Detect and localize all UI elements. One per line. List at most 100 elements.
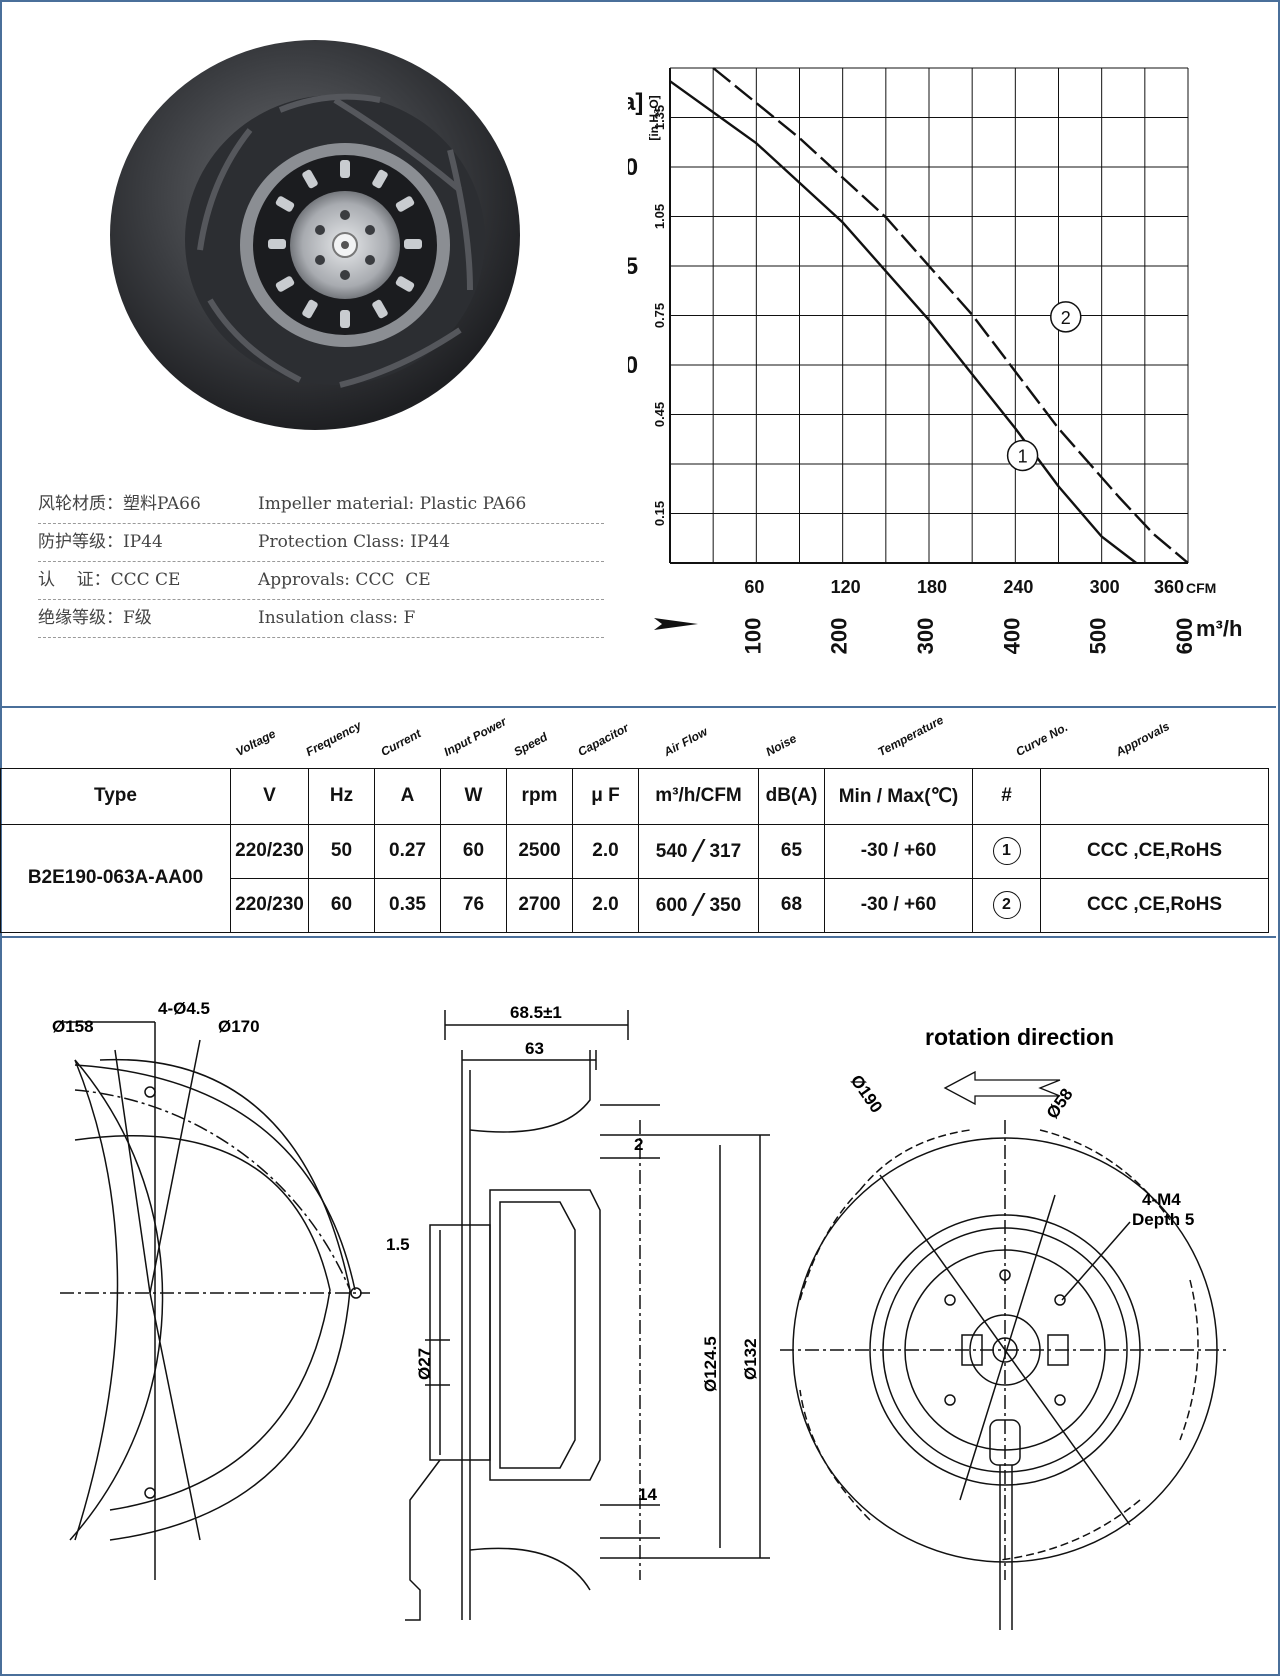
table-unit-row: Type V Hz A W rpm μ F m³/h/CFM dB(A) Min… <box>0 767 1269 825</box>
dim-phi-190: Ø190 <box>847 1071 886 1116</box>
x-tick-label-cfm: 60 <box>744 577 764 597</box>
left-view-drawing <box>60 1021 370 1580</box>
y-axis-label: [Pa] <box>628 89 643 116</box>
x-tick-label-m3h: 600 <box>1172 618 1197 655</box>
type-header: Type <box>0 767 231 825</box>
curve-1-label: 1 <box>1018 446 1028 466</box>
spec-en-label: Protection Class: IP44 <box>258 532 451 552</box>
spec-cn-label: 认 证：CCC CE <box>38 570 181 590</box>
table-cell: 60 <box>440 823 507 879</box>
table-cell: 220/230 <box>230 877 309 933</box>
material-spec-list: 风轮材质：塑料PA66 Impeller material: Plastic PA… <box>38 486 604 638</box>
table-cell: 2.0 <box>572 823 639 879</box>
table-cell: 68 <box>758 877 825 933</box>
dim-phi-158: Ø158 <box>52 1017 94 1036</box>
table-cell: 60 <box>308 877 375 933</box>
table-cell: CCC ,CE,RoHS <box>1040 823 1269 879</box>
spec-en-label: Impeller material: Plastic PA66 <box>258 494 527 514</box>
x-axis-arrow-icon <box>654 618 698 630</box>
dim-phi-132: Ø132 <box>741 1338 760 1380</box>
unit-cell: A <box>374 767 441 825</box>
model-cell: B2E190-063A-AA00 <box>0 823 231 933</box>
x-tick-label-m3h: 400 <box>999 618 1024 655</box>
table-cell: 2500 <box>506 823 573 879</box>
spec-table-grid: Type V Hz A W rpm μ F m³/h/CFM dB(A) Min… <box>0 708 1269 933</box>
x-tick-label-cfm: 360 <box>1154 577 1184 597</box>
side-view-drawing <box>405 1010 770 1621</box>
rotation-direction-label: rotation direction <box>925 1024 1114 1050</box>
header-rotated-area <box>231 708 1269 768</box>
dim-phi-124-5: Ø124.5 <box>701 1336 720 1392</box>
divider-bottom <box>0 936 1276 938</box>
table-cell: 0.35 <box>374 877 441 933</box>
unit-cell: # <box>972 767 1041 825</box>
performance-chart: [Pa][in.H₂O]0751502253000.150.450.751.05… <box>628 67 1242 654</box>
table-cell: -30 / +60 <box>824 877 973 933</box>
dim-phi-170: Ø170 <box>218 1017 260 1036</box>
technical-drawings: 4-Ø4.5 Ø158 Ø170 68.5±1 63 1.5 2 Ø27 14 … <box>52 999 1230 1630</box>
table-cell: 50 <box>308 823 375 879</box>
spec-cn-label: 绝缘等级：F级 <box>38 608 152 628</box>
spec-cn-label: 风轮材质：塑料PA66 <box>38 494 201 514</box>
table-cell: 600 ╱ 350 <box>638 877 759 933</box>
series-line-2 <box>712 67 1189 564</box>
impeller-photo <box>110 40 520 430</box>
curve-2-marker <box>1050 301 1082 333</box>
table-cell: 76 <box>440 877 507 933</box>
y-alt-tick-label: 0.45 <box>652 402 667 427</box>
table-cell: 2700 <box>506 877 573 933</box>
dim-phi-27: Ø27 <box>415 1348 434 1380</box>
front-view-drawing <box>780 1120 1230 1630</box>
dim-68-5: 68.5±1 <box>510 1003 562 1022</box>
unit-cell: rpm <box>506 767 573 825</box>
table-cell: CCC ,CE,RoHS <box>1040 877 1269 933</box>
chart-labels: [Pa][in.H₂O]0751502253000.150.450.751.05… <box>628 89 1242 654</box>
y-alt-tick-label: 1.35 <box>652 105 667 130</box>
curve-1-marker <box>1006 439 1039 472</box>
table-cell: 65 <box>758 823 825 879</box>
dim-63: 63 <box>525 1039 544 1058</box>
table-header-row <box>1 708 1269 768</box>
x-tick-label-m3h: 100 <box>740 618 765 655</box>
y-alt-tick-label: 0.15 <box>652 501 667 526</box>
series-line-1 <box>669 80 1137 564</box>
dim-2: 2 <box>634 1135 643 1154</box>
table-cell: 0.27 <box>374 823 441 879</box>
curve-number-badge: 1 <box>992 837 1021 865</box>
table-row: B2E190-063A-AA00 220/230 50 0.27 60 2500… <box>0 823 1269 933</box>
unit-cell: V <box>230 767 309 825</box>
spec-row: 绝缘等级：F级 Insulation class: F <box>38 600 604 638</box>
x-tick-label-m3h: 300 <box>913 618 938 655</box>
x-tick-label-m3h: 200 <box>827 618 852 655</box>
spec-en-label: Insulation class: F <box>258 608 416 628</box>
y-tick-label: 225 <box>628 253 638 280</box>
unit-cell <box>1040 767 1269 825</box>
y-tick-label: 300 <box>628 154 638 181</box>
table-cell: 2.0 <box>572 877 639 933</box>
x-tick-label-cfm: 180 <box>917 577 947 597</box>
unit-cell: Min / Max(℃) <box>824 767 973 825</box>
x-tick-label-cfm: 120 <box>831 577 861 597</box>
x-unit-m3h: m³/h <box>1196 616 1242 641</box>
spec-table: Type V Hz A W rpm μ F m³/h/CFM dB(A) Min… <box>0 708 1276 936</box>
spec-en-label: Approvals: CCC CE <box>258 570 431 590</box>
unit-cell: μ F <box>572 767 639 825</box>
spec-row: 防护等级：IP44 Protection Class: IP44 <box>38 524 604 562</box>
header-spacer <box>1 708 231 768</box>
chart-series <box>669 67 1189 564</box>
curve-cell: 1 <box>972 823 1041 879</box>
divider-top <box>0 706 1276 708</box>
y-alt-axis-label: [in.H₂O] <box>647 95 661 140</box>
dim-14: 14 <box>638 1485 657 1504</box>
table-cell: 540 ╱ 317 <box>638 823 759 879</box>
x-unit-cfm: CFM <box>1186 580 1216 596</box>
x-tick-label-cfm: 240 <box>1003 577 1033 597</box>
spec-row: 风轮材质：塑料PA66 Impeller material: Plastic PA… <box>38 486 604 524</box>
table-row: 220/230 60 0.35 76 2700 2.0 600 ╱ 350 68… <box>1 877 1269 933</box>
spec-cn-label: 防护等级：IP44 <box>38 532 163 552</box>
unit-cell: Hz <box>308 767 375 825</box>
rotation-arrow-icon <box>943 1070 1061 1106</box>
y-alt-tick-label: 1.05 <box>652 204 667 229</box>
dim-4-phi-4-5: 4-Ø4.5 <box>158 999 210 1018</box>
unit-cell: W <box>440 767 507 825</box>
